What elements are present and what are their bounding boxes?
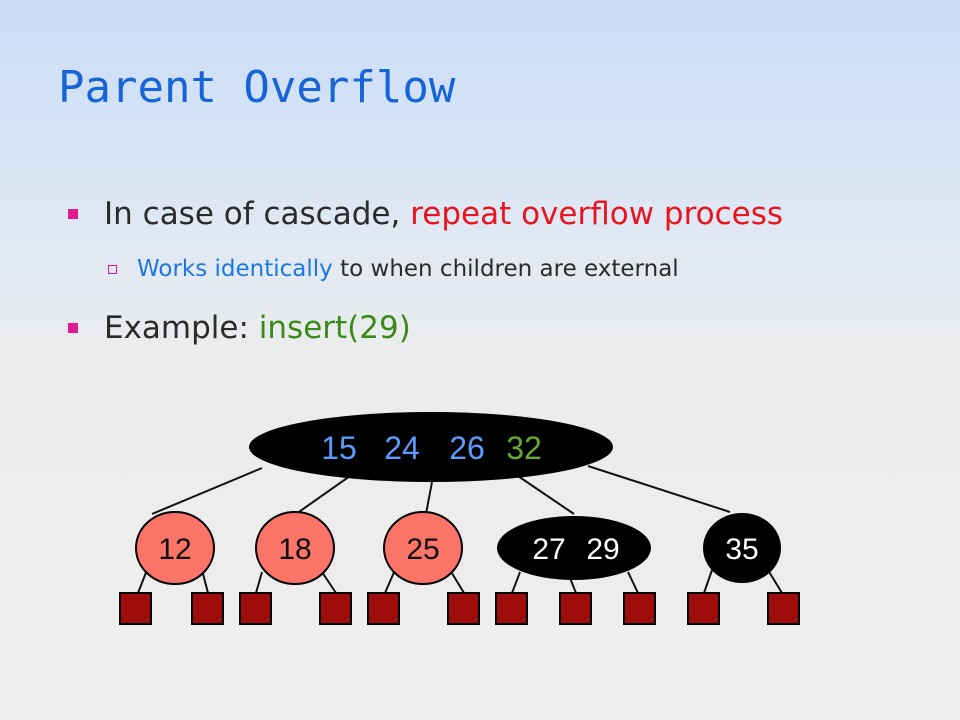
slide-title: Parent Overflow xyxy=(58,62,456,113)
edge-root-child-3 xyxy=(425,481,433,515)
root-key-4: 32 xyxy=(506,430,542,466)
bullet-2-highlight: insert(29) xyxy=(258,310,411,346)
leaf-square xyxy=(319,592,352,625)
leaf-square xyxy=(367,592,400,625)
child-node-4 xyxy=(497,516,651,580)
bullet-2-text: Example: xyxy=(104,310,259,346)
child-node-5 xyxy=(703,513,781,583)
edge-leaf xyxy=(569,577,577,594)
child-3-key: 25 xyxy=(406,533,439,566)
leaf-square xyxy=(623,592,656,625)
child-4-key-2: 29 xyxy=(586,533,619,566)
child-2-key: 18 xyxy=(278,533,311,566)
bullet-1-text: In case of cascade, xyxy=(104,196,411,232)
leaf-square xyxy=(559,592,592,625)
edge-root-child-2 xyxy=(295,475,351,515)
edge-root-child-1 xyxy=(151,467,263,515)
edge-leaf xyxy=(703,569,713,594)
leaf-square xyxy=(495,592,528,625)
edge-leaf xyxy=(384,569,396,594)
leaf-square xyxy=(767,592,800,625)
leaf-square xyxy=(447,592,480,625)
edge-leaf xyxy=(449,569,465,594)
sub-bullet-1-text: to when children are external xyxy=(332,256,679,282)
child-4-key-1: 27 xyxy=(532,533,565,566)
bullet-square-icon xyxy=(68,323,78,333)
edge-root-child-4 xyxy=(517,475,575,515)
bullet-square-icon xyxy=(68,209,78,219)
root-key-2: 24 xyxy=(384,430,420,466)
leaf-square xyxy=(687,592,720,625)
child-node-3 xyxy=(383,511,463,585)
leaf-square xyxy=(191,592,224,625)
bullet-1-highlight: repeat overflow process xyxy=(410,196,784,232)
sub-bullet-1: Works identically to when children are e… xyxy=(108,256,679,282)
sub-bullet-1-highlight: Works identically xyxy=(137,256,333,282)
edge-leaf xyxy=(137,569,148,594)
root-key-3: 26 xyxy=(449,430,485,466)
edge-root-child-5 xyxy=(587,465,731,513)
edge-leaf xyxy=(321,571,337,594)
sub-bullet-square-icon xyxy=(108,264,117,274)
edge-leaf xyxy=(627,571,639,594)
bullet-1: In case of cascade, repeat overflow proc… xyxy=(68,196,783,232)
root-node xyxy=(249,412,613,482)
leaf-square xyxy=(239,592,272,625)
bullet-2: Example: insert(29) xyxy=(68,310,411,346)
edge-leaf xyxy=(511,571,521,594)
child-5-key: 35 xyxy=(725,533,758,566)
leaf-square xyxy=(119,592,152,625)
edge-leaf xyxy=(767,569,783,594)
root-key-1: 15 xyxy=(321,430,357,466)
child-node-2 xyxy=(255,511,335,585)
child-node-1 xyxy=(135,511,215,585)
child-1-key: 12 xyxy=(158,533,191,566)
edge-leaf xyxy=(255,571,263,594)
